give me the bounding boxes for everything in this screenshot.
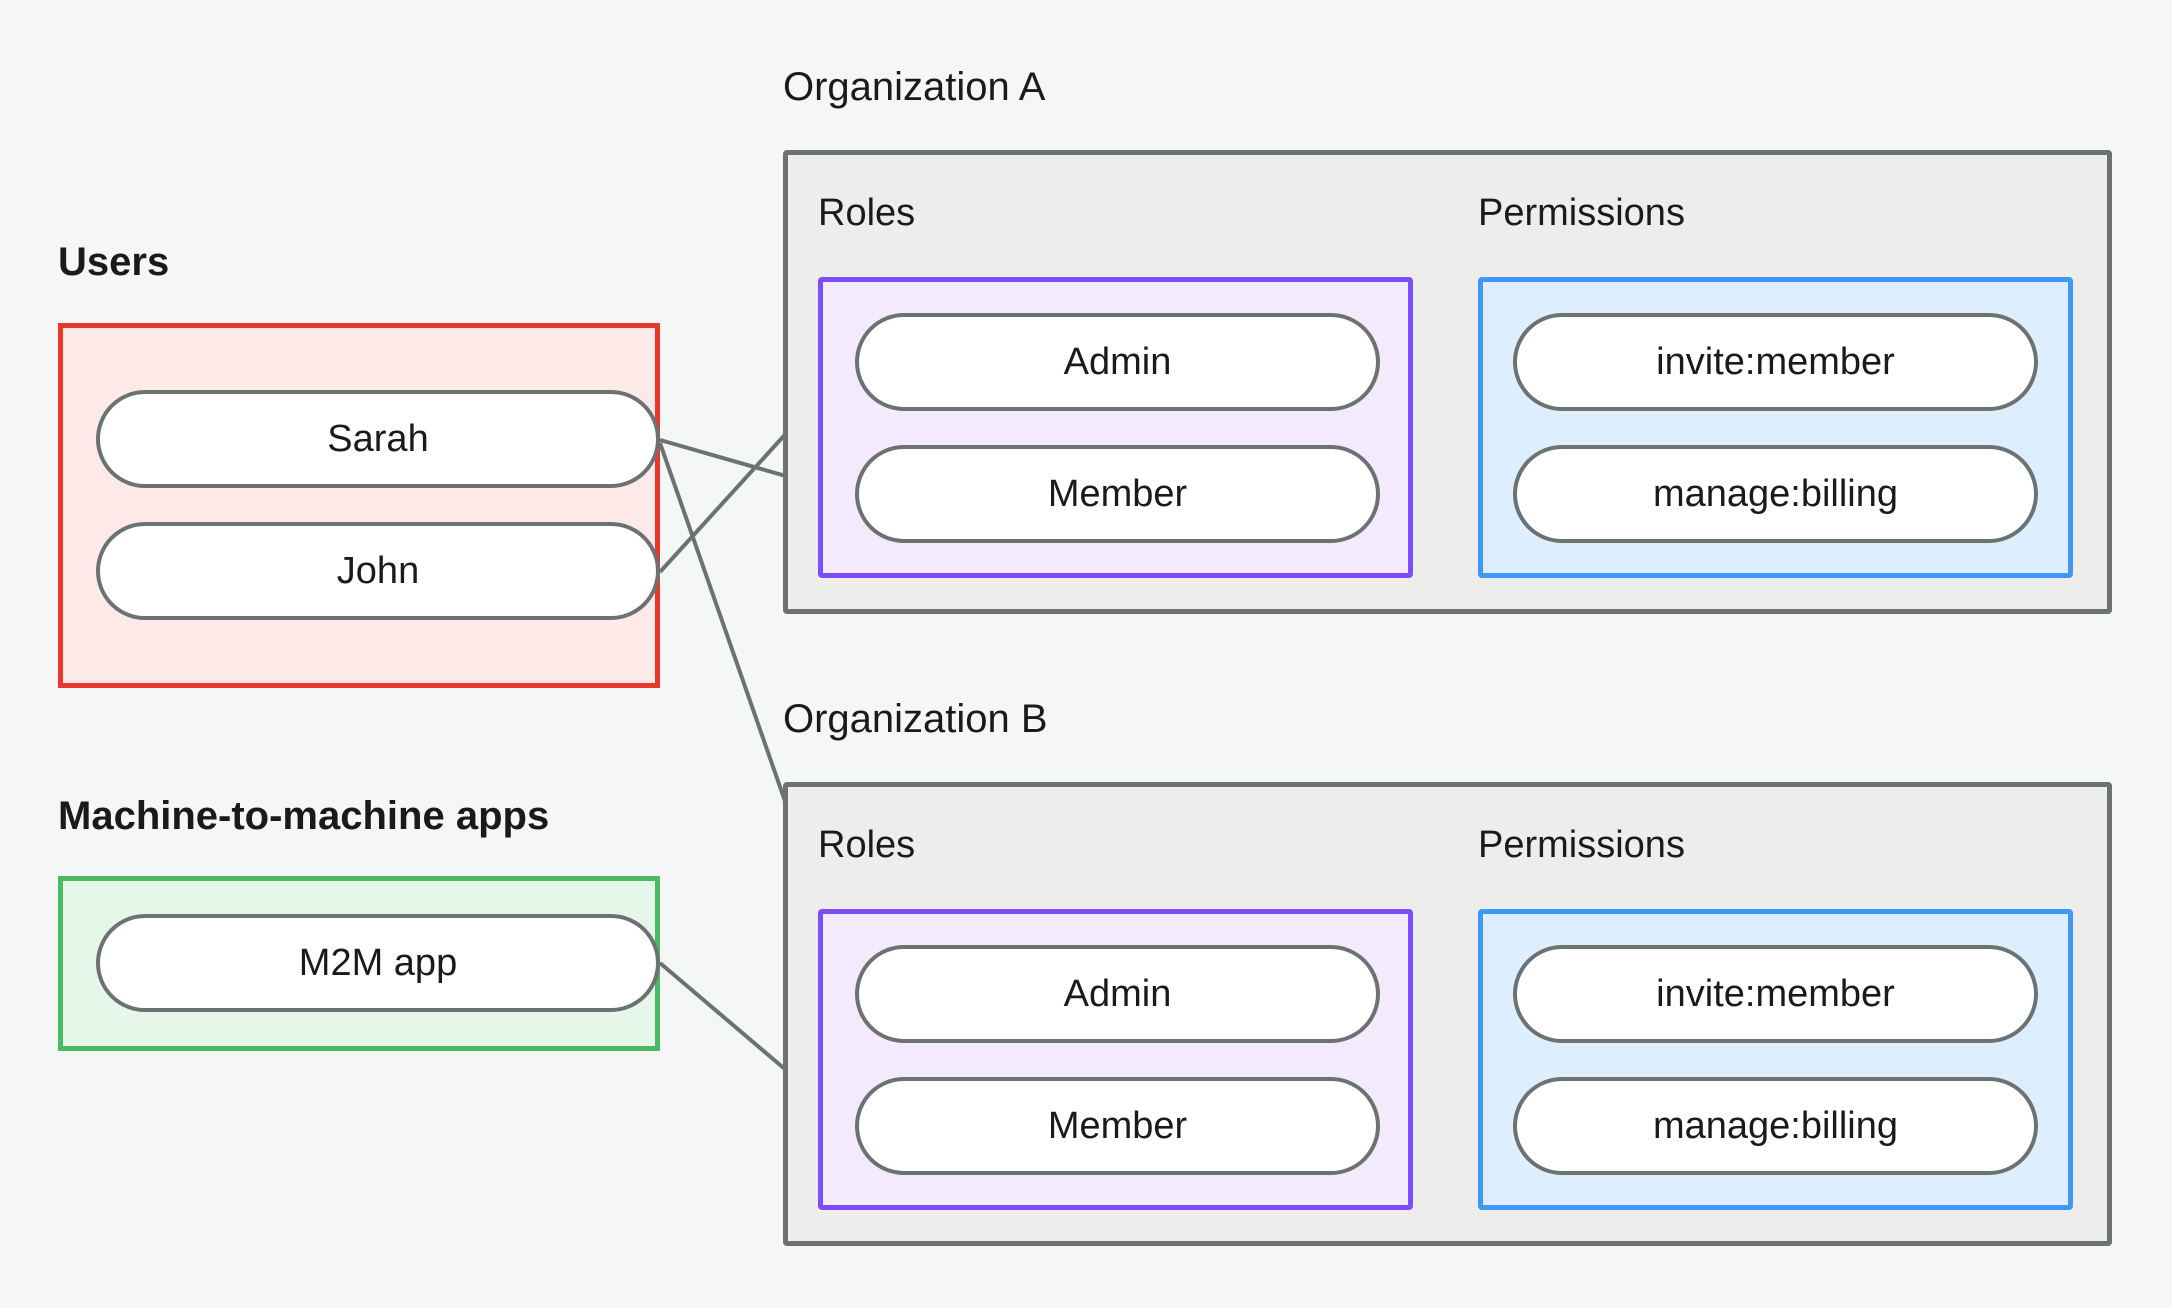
org-b-title: Organization B <box>783 697 1048 741</box>
org-a-permission-manage-billing[interactable]: manage:billing <box>1513 445 2038 543</box>
org-b-roles-label: Roles <box>818 824 916 866</box>
org-b-role-admin[interactable]: Admin <box>855 945 1380 1043</box>
org-a-role-admin[interactable]: Admin <box>855 313 1380 411</box>
org-a-role-member[interactable]: Member <box>855 445 1380 543</box>
org-b-permissions-label: Permissions <box>1478 824 1685 866</box>
org-b-role-member[interactable]: Member <box>855 1077 1380 1175</box>
users-container <box>58 323 660 688</box>
org-a-permissions-label: Permissions <box>1478 192 1685 234</box>
org-a-roles-label: Roles <box>818 192 916 234</box>
user-node-john[interactable]: John <box>96 522 660 620</box>
m2m-node-app[interactable]: M2M app <box>96 914 660 1012</box>
users-section-title: Users <box>58 240 170 284</box>
org-a-permission-invite-member[interactable]: invite:member <box>1513 313 2038 411</box>
org-b-permission-manage-billing[interactable]: manage:billing <box>1513 1077 2038 1175</box>
org-a-title: Organization A <box>783 65 1046 109</box>
user-node-sarah[interactable]: Sarah <box>96 390 660 488</box>
org-b-permission-invite-member[interactable]: invite:member <box>1513 945 2038 1043</box>
m2m-section-title: Machine-to-machine apps <box>58 794 550 838</box>
